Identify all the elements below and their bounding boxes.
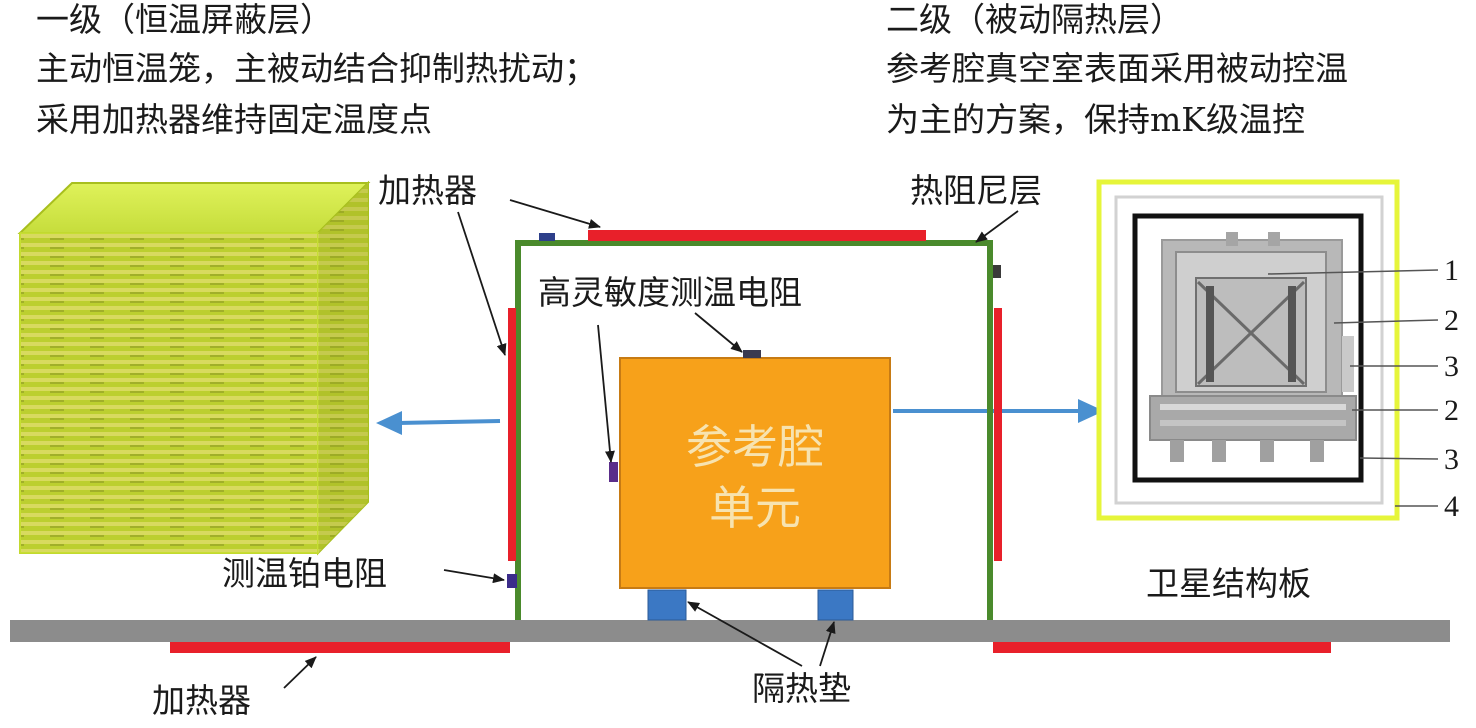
- cavity-label-line2: 单元: [709, 481, 801, 535]
- sensor-right: [993, 265, 1001, 278]
- leader-damping-layer: [975, 210, 1019, 243]
- callout-number-4: 4: [1444, 490, 1459, 523]
- leader-heater-bottom: [283, 656, 317, 689]
- damping-layer-enclosure: [515, 240, 993, 620]
- insulation-pad-left: [647, 589, 687, 621]
- side-sensor-marker: [609, 462, 618, 482]
- satellite-structure-plate: [10, 620, 1450, 642]
- callout-number-3b: 3: [1444, 443, 1459, 476]
- leader-pad-right: [819, 621, 836, 667]
- shield-cage-cube: [17, 180, 371, 556]
- sensor-top: [539, 233, 555, 241]
- heater-strip-bottom-right: [993, 642, 1331, 653]
- label-damping-layer: 热阻尼层: [910, 171, 1042, 210]
- label-satellite-plate: 卫星结构板: [1146, 564, 1311, 603]
- platinum-sensor-marker: [507, 574, 517, 588]
- label-heater-top: 加热器: [378, 171, 477, 210]
- label-insulation-pad: 隔热垫: [752, 669, 851, 708]
- leader-heater-to-left: [457, 211, 507, 356]
- label-platinum-sensor: 测温铂电阻: [222, 554, 387, 593]
- vacuum-chamber-figure: [1096, 179, 1400, 521]
- insulation-pad-right: [817, 589, 854, 621]
- level2-title: 二级（被动隔热层）: [886, 0, 1183, 39]
- label-high-sensitivity-sensor: 高灵敏度测温电阻: [538, 273, 802, 312]
- label-heater-bottom: 加热器: [152, 681, 251, 720]
- arrow-to-shield: [376, 411, 501, 435]
- level1-desc-line1: 主动恒温笼，主被动结合抑制热扰动；: [36, 49, 597, 88]
- callout-number-2a: 2: [1444, 304, 1459, 337]
- heater-strip-right: [994, 308, 1002, 561]
- heater-strip-bottom-left: [170, 642, 510, 653]
- vacuum-layer-callouts: 1 2 3 2 3 4: [1267, 254, 1459, 523]
- leader-platinum-sensor: [443, 569, 505, 584]
- level2-desc-line2: 为主的方案，保持mK级温控: [886, 100, 1305, 139]
- leader-sensor-top: [694, 312, 743, 353]
- leader-sensor-side: [597, 324, 615, 463]
- callout-number-2b: 2: [1444, 394, 1459, 427]
- level1-desc-line2: 采用加热器维持固定温度点: [36, 100, 432, 139]
- level1-title: 一级（恒温屏蔽层）: [36, 0, 333, 39]
- callout-number-3a: 3: [1444, 350, 1459, 383]
- callout-number-1: 1: [1444, 254, 1459, 287]
- level2-desc-line1: 参考腔真空室表面采用被动控温: [886, 49, 1348, 88]
- leader-heater-to-top: [509, 199, 601, 229]
- reference-cavity-unit: [619, 357, 891, 589]
- leader-pad-left: [687, 601, 803, 667]
- heater-strip-left: [508, 308, 516, 561]
- cavity-label-line1: 参考腔: [686, 420, 824, 474]
- heater-strip-top: [588, 230, 926, 241]
- high-sensitivity-sensor-marker: [743, 350, 761, 358]
